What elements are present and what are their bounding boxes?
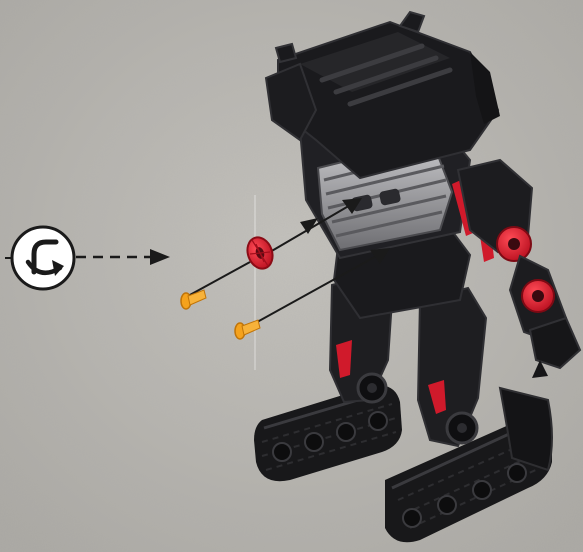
right-leg	[418, 288, 486, 446]
